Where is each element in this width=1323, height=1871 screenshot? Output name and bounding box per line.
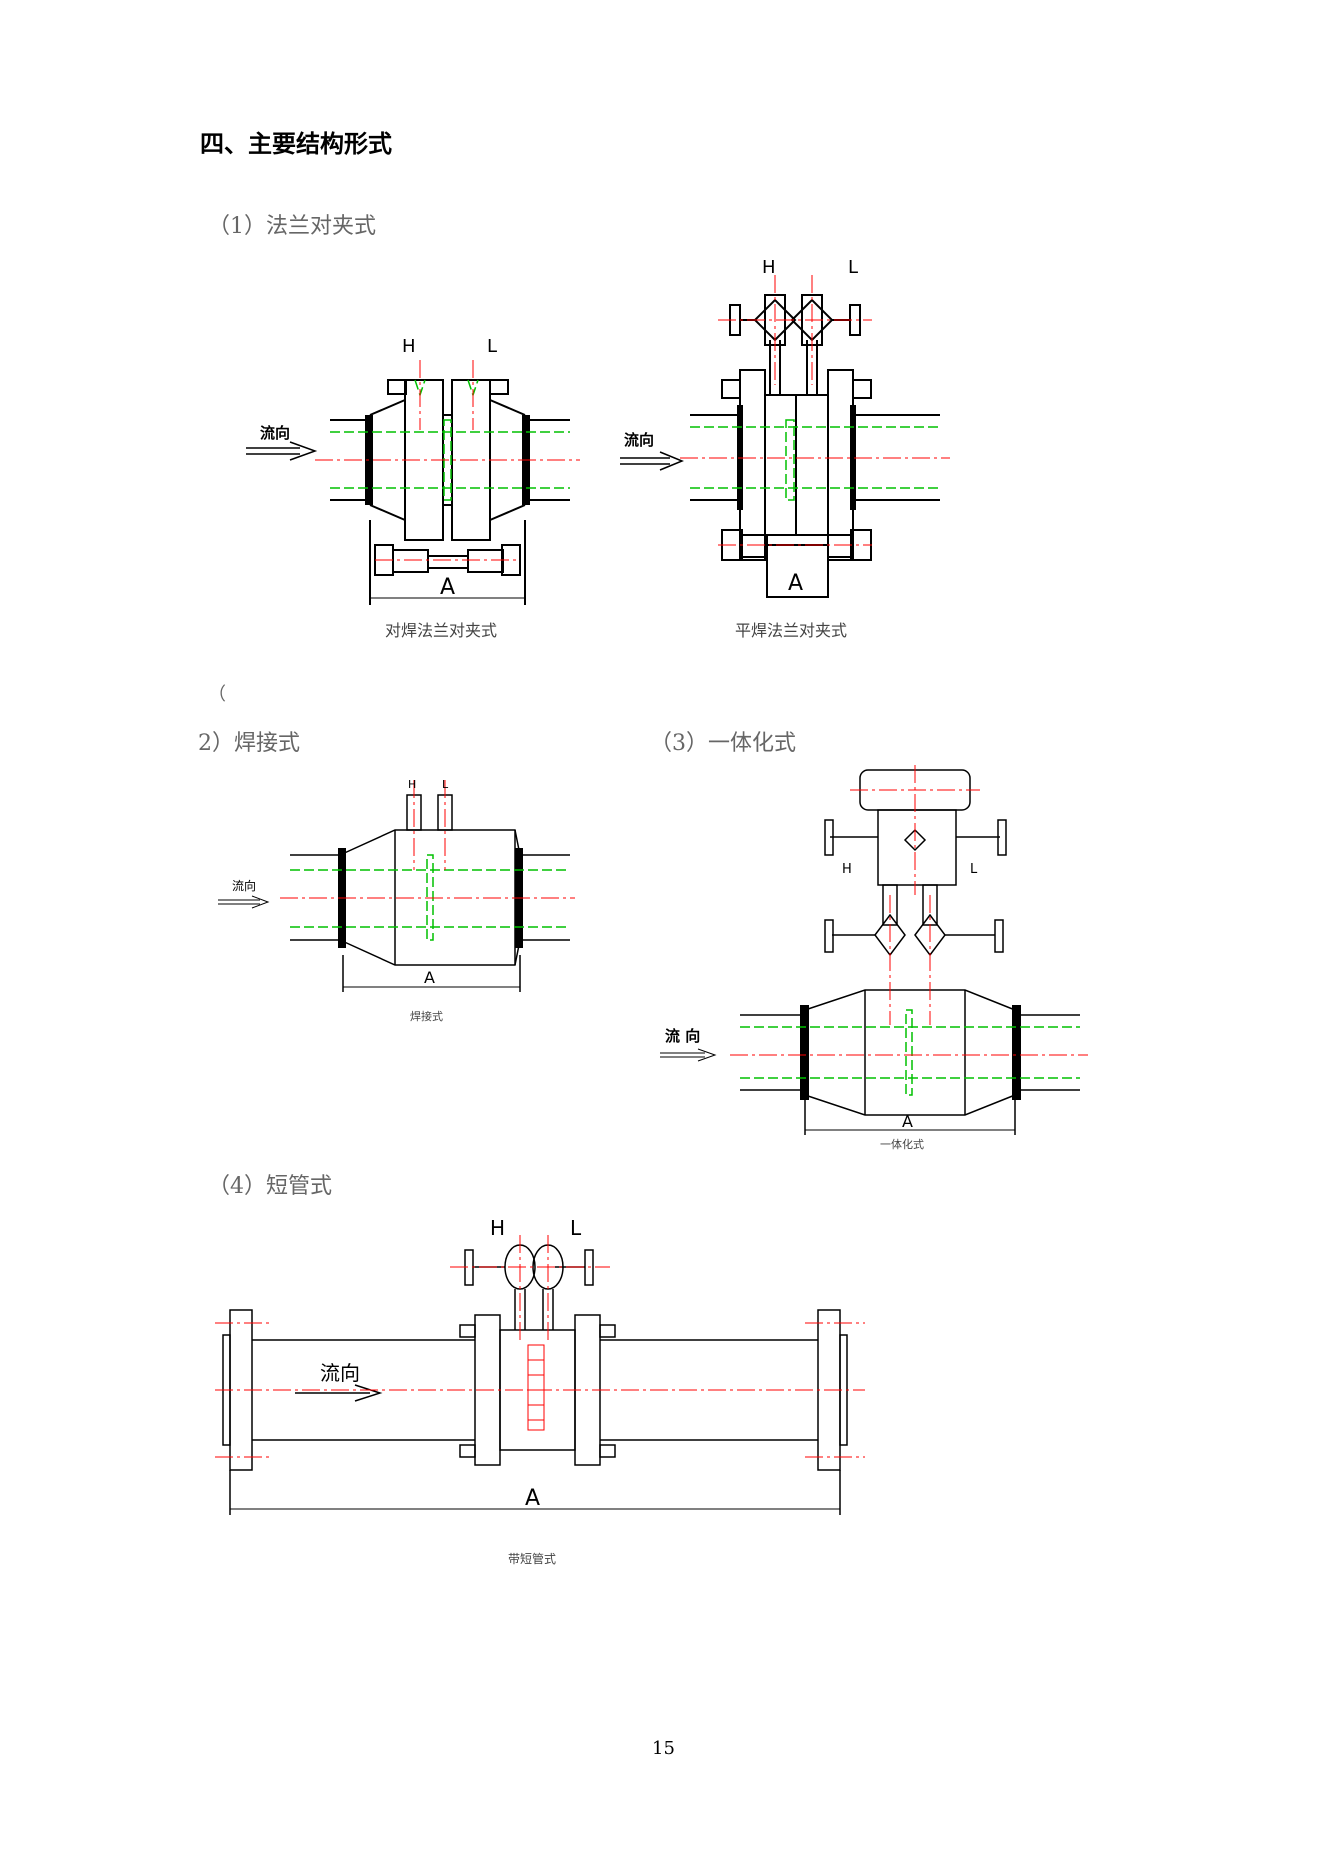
label-flow: 流向 <box>320 1361 360 1385</box>
figure-short-pipe: H L 流向 A <box>215 1216 865 1515</box>
caption-welded: 焊接式 <box>410 1010 443 1023</box>
label-dimension: A <box>788 571 803 596</box>
figure-welded: H L 流向 A <box>218 778 575 992</box>
label-high: H <box>408 778 416 791</box>
figure-integrated: H L 流 向 A <box>660 765 1088 1135</box>
label-low: L <box>487 336 497 357</box>
label-high: H <box>842 862 852 877</box>
label-high: H <box>762 257 776 278</box>
label-flow: 流向 <box>624 431 654 449</box>
caption-short-pipe: 带短管式 <box>508 1552 557 1566</box>
subsection-integrated: （3）一体化式 <box>650 731 796 756</box>
label-flow: 流向 <box>232 878 256 893</box>
label-dimension: A <box>525 1486 540 1511</box>
page-number: 15 <box>652 1738 675 1759</box>
label-low: L <box>442 778 449 791</box>
caption-slip-on: 平焊法兰对夹式 <box>735 621 848 640</box>
label-low: L <box>848 257 858 278</box>
label-high: H <box>490 1216 505 1240</box>
label-dimension: A <box>902 1112 913 1131</box>
caption-integrated: 一体化式 <box>880 1138 924 1151</box>
subsection-open-paren: （ <box>208 684 226 705</box>
subsection-flange-wafer: （1）法兰对夹式 <box>208 214 376 239</box>
label-flow: 流 向 <box>665 1027 700 1045</box>
subsection-welded: 2）焊接式 <box>198 731 300 756</box>
label-high: H <box>402 336 416 357</box>
section-heading: 四、主要结构形式 <box>200 130 392 158</box>
label-flow: 流向 <box>260 424 290 442</box>
label-low: L <box>970 862 978 877</box>
figure-butt-weld-flange-wafer: H L 流向 A <box>246 336 580 605</box>
label-low: L <box>570 1216 582 1240</box>
label-dimension: A <box>424 968 435 987</box>
figure-slip-on-flange-wafer: H L 流向 A <box>620 257 950 598</box>
subsection-short-pipe: （4）短管式 <box>208 1174 332 1199</box>
caption-butt-weld: 对焊法兰对夹式 <box>385 621 498 640</box>
label-dimension: A <box>440 575 455 600</box>
